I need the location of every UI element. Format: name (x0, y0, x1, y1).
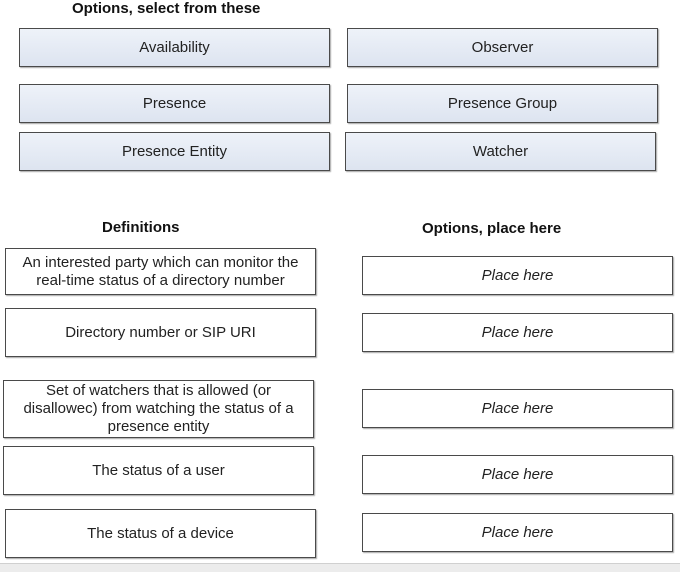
options-select-heading: Options, select from these (72, 0, 261, 17)
drop-target-4[interactable]: Place here (362, 455, 673, 494)
option-presence[interactable]: Presence (19, 84, 330, 123)
option-availability[interactable]: Availability (19, 28, 330, 67)
option-presence-entity[interactable]: Presence Entity (19, 132, 330, 171)
definition-presence-entity: Directory number or SIP URI (5, 308, 316, 357)
drop-target-2[interactable]: Place here (362, 313, 673, 352)
options-place-heading: Options, place here (422, 220, 562, 237)
drop-target-3[interactable]: Place here (362, 389, 673, 428)
option-presence-group[interactable]: Presence Group (347, 84, 658, 123)
option-observer[interactable]: Observer (347, 28, 658, 67)
option-watcher[interactable]: Watcher (345, 132, 656, 171)
definition-presence-group: Set of watchers that is allowed (or disa… (3, 380, 314, 438)
definition-availability: The status of a device (5, 509, 316, 558)
drop-target-1[interactable]: Place here (362, 256, 673, 295)
drop-target-5[interactable]: Place here (362, 513, 673, 552)
definition-presence: The status of a user (3, 446, 314, 495)
definitions-heading: Definitions (102, 219, 180, 236)
bottom-divider (0, 563, 680, 572)
definition-watcher: An interested party which can monitor th… (5, 248, 316, 295)
